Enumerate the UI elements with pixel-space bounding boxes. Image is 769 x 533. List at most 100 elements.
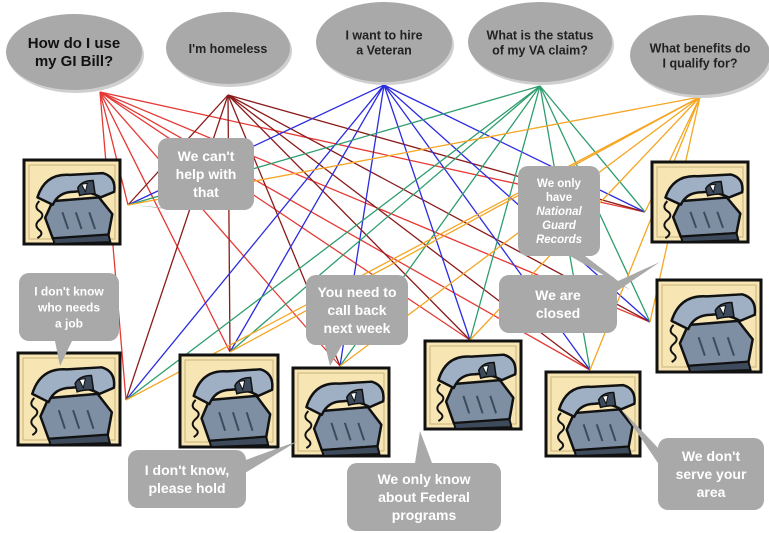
phone-base-shadow [320, 445, 381, 458]
phone-base-shadow [572, 445, 632, 458]
phone-ridge [608, 423, 617, 442]
phone-handset [31, 366, 116, 404]
connection-line [99, 91, 231, 353]
question-bubble-homeless: I'm homeless [166, 12, 292, 87]
callout-text: call back [327, 302, 386, 318]
phone-base-shadow [686, 360, 752, 374]
connection-line [227, 94, 231, 353]
phone-ridge [475, 395, 484, 414]
phone-highlight [78, 377, 86, 390]
callout-box [347, 463, 501, 531]
phone-ridge [245, 411, 254, 431]
callout-tail [240, 441, 298, 476]
phone-highlight [708, 183, 717, 194]
callout-text: that [193, 184, 219, 200]
callout-text: area [697, 484, 726, 500]
callout-text: about Federal [378, 489, 470, 505]
connection-line [469, 85, 541, 341]
phone-ridge [86, 409, 95, 429]
phone-cord [669, 324, 678, 363]
phone-cord [304, 410, 313, 449]
callout-box [658, 438, 764, 510]
connection-line [99, 91, 471, 341]
question-text: What benefits do [650, 42, 751, 56]
callout-text: next week [324, 320, 391, 336]
callout-text: We can't [178, 148, 235, 164]
phone-highlight [80, 182, 89, 194]
phone-left-top-icon [22, 158, 122, 246]
phone-ridge [343, 422, 352, 441]
phone-ridge [88, 211, 96, 230]
callout-text: We are [535, 287, 581, 303]
phone-ridge [702, 211, 711, 229]
response-callout-cant-help: We can't help with that [133, 138, 254, 210]
callout-box [499, 275, 617, 333]
question-bubble-shape [166, 12, 290, 84]
phone-ridge [489, 395, 497, 414]
phone-right-top-icon [650, 160, 750, 244]
callout-text: help with [176, 166, 237, 182]
question-bubble-shape [316, 2, 452, 82]
phone-cord [436, 383, 445, 422]
callout-text: have [546, 192, 572, 204]
phone-highlight [349, 391, 358, 403]
question-bubble-shape [468, 2, 612, 82]
phone-cord [557, 412, 566, 451]
phone-ridge [697, 336, 706, 356]
phone-ridge [462, 395, 471, 414]
phone-ridge [595, 423, 604, 442]
callout-text: who needs [37, 300, 100, 314]
callout-tail [622, 410, 660, 466]
phone-bottom-2-icon [291, 366, 391, 458]
question-text: I want to hire [345, 29, 422, 43]
phone-base-shadow [51, 233, 112, 246]
phone-ridge [218, 411, 227, 431]
callout-text: You need to [317, 284, 396, 300]
telephone-icons [16, 158, 763, 458]
question-text: a Veteran [356, 44, 412, 58]
callout-text: serve your [676, 466, 747, 482]
phone-base-shadow [47, 433, 112, 447]
question-text: I qualify for? [663, 57, 738, 71]
callout-text: We don't [682, 448, 741, 464]
connection-line [99, 91, 127, 401]
callout-box [158, 138, 254, 210]
phone-base-shadow [679, 232, 740, 244]
phone-ridge [726, 336, 735, 356]
callout-box [518, 166, 600, 256]
phone-handset [36, 171, 116, 207]
question-bubble-shape [630, 15, 769, 95]
question-bubble-shape [6, 14, 142, 90]
phone-ridge [582, 423, 591, 442]
phone-cord [663, 200, 672, 239]
connection-line [125, 96, 701, 401]
phone-ridge [72, 409, 81, 429]
phone-handset [664, 173, 744, 206]
response-callout-call-back: You need to call back next week [306, 275, 408, 366]
question-text: What is the status [487, 29, 594, 43]
connection-lines [99, 84, 701, 401]
phone-handset [670, 293, 757, 331]
phone-highlight [601, 394, 609, 406]
callout-text: We only [537, 178, 581, 190]
phone-highlight [238, 379, 246, 392]
callout-text: a job [55, 316, 83, 330]
callout-text: We only know [377, 471, 470, 487]
phone-handset [305, 380, 385, 417]
phone-ridge [712, 336, 721, 356]
callout-text: I don't know, [145, 462, 229, 478]
phone-bottom-4-icon [544, 370, 642, 458]
connection-line [229, 84, 385, 353]
callout-text: please hold [148, 480, 225, 496]
question-text: my GI Bill? [35, 53, 113, 70]
phone-cord [30, 397, 39, 436]
phone-handset [192, 368, 274, 406]
phone-left-bottom-icon [16, 351, 122, 447]
